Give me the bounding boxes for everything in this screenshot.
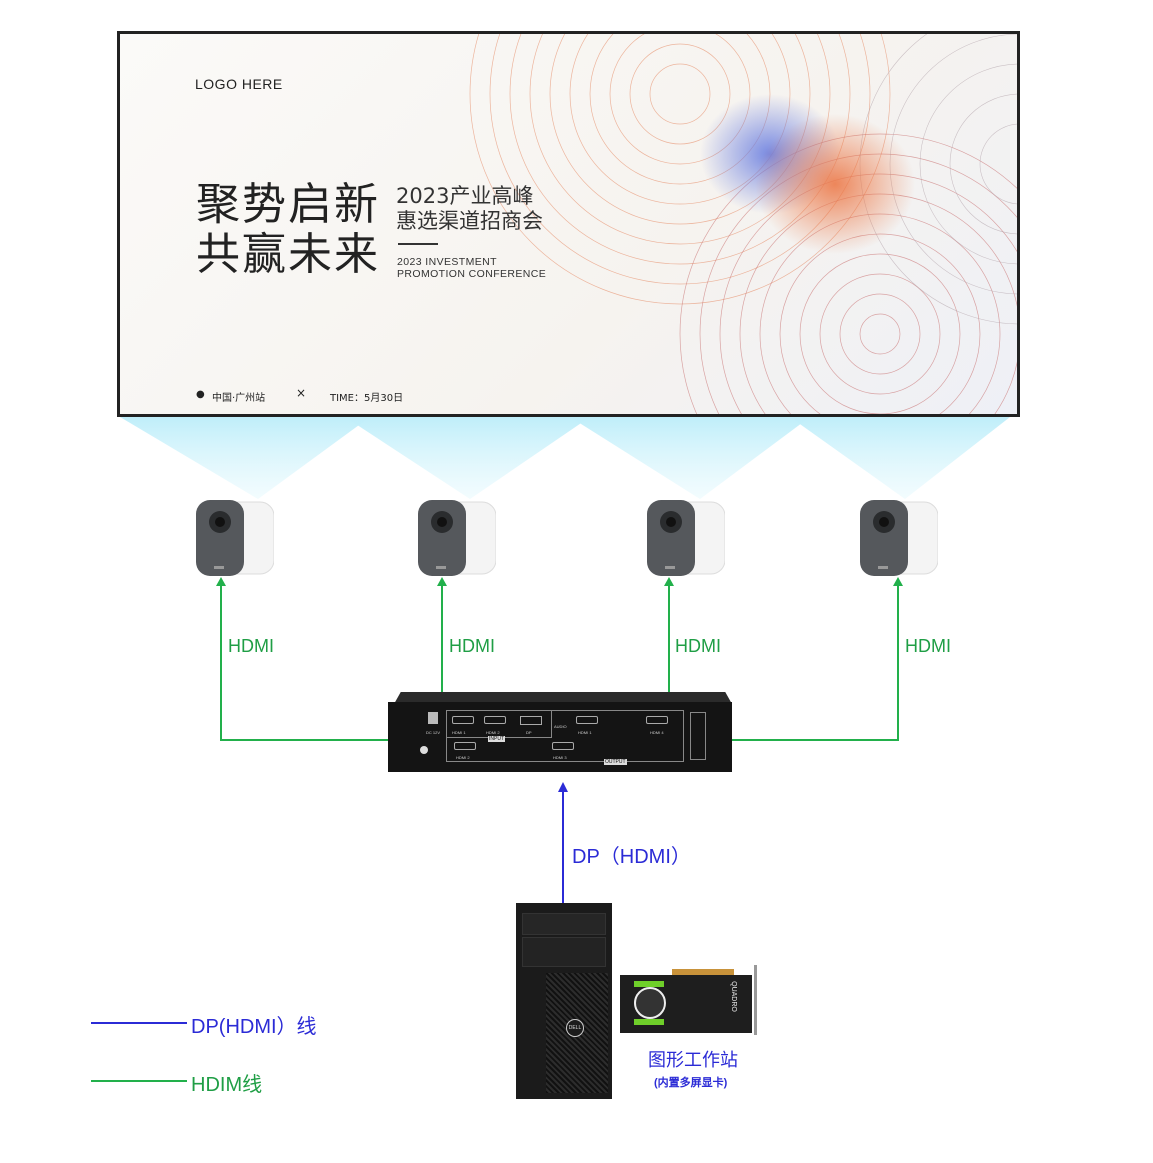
projection-screen: LOGO HERE 聚势启新 共赢未来 2023产业高峰 惠选渠道招商会 202… (117, 31, 1020, 417)
projector-4 (860, 500, 938, 576)
beam-4 (790, 417, 1010, 499)
hdmi-port (552, 742, 574, 750)
headline-line-1: 聚势启新 (196, 179, 380, 230)
headline: 聚势启新 共赢未来 (196, 180, 380, 280)
beam-1 (120, 417, 370, 499)
legend-dp-label: DP(HDMI）线 (191, 1016, 317, 1038)
hdmi-cable-3 (668, 585, 670, 693)
dell-logo: DELL (566, 1019, 584, 1037)
gpu-brand: QUADRO (729, 981, 737, 1012)
projector-3 (647, 500, 725, 576)
projector-1 (196, 500, 274, 576)
power-jack (428, 712, 438, 724)
legend-hdmi-label: HDIM线 (191, 1074, 263, 1096)
projection-beams (120, 417, 1010, 499)
video-splitter: DC 12V HDMI 1 HDMI 2 DP INPUT AUDIO HDMI… (388, 692, 732, 772)
hdmi-cable-1 (220, 585, 222, 741)
output-hdmi2-label: HDMI 2 (456, 755, 470, 760)
output-group-label: OUTPUT (604, 759, 627, 765)
hdmi-port (576, 716, 598, 724)
dp-hdmi-label: DP（HDMI） (572, 846, 691, 868)
headline-line-2: 共赢未来 (196, 229, 380, 280)
hdmi-label-2: HDMI (449, 636, 495, 656)
hdmi-cable-1-h (220, 739, 390, 741)
fan-icon (634, 987, 666, 1019)
arrow-up-icon (216, 577, 226, 586)
arrow-up-icon (664, 577, 674, 586)
hdmi-cable-4-h (730, 739, 899, 741)
adjust-knob (420, 746, 428, 754)
dp-cable (562, 790, 564, 904)
power-port-label: DC 12V (426, 730, 441, 735)
english-line-1: 2023 INVESTMENT (397, 256, 497, 268)
time-text: TIME：5月30日 (330, 393, 404, 404)
hdmi-cable-2 (441, 585, 443, 693)
divider (398, 243, 438, 245)
location-pin-icon: ● (196, 389, 205, 400)
warning-label (690, 712, 706, 760)
dp-port (520, 716, 542, 725)
english-title: 2023 INVESTMENT PROMOTION CONFERENCE (397, 256, 546, 280)
hdmi-port (452, 716, 474, 724)
english-line-2: PROMOTION CONFERENCE (397, 268, 547, 280)
arrow-up-icon (558, 782, 568, 792)
subtitle-line-1: 2023产业高峰 (396, 184, 534, 208)
location-text: 中国·广州站 (212, 393, 266, 404)
hdmi-cable-4 (897, 585, 899, 741)
hdmi-label-3: HDMI (675, 636, 721, 656)
input-group-label: INPUT (488, 736, 505, 742)
separator: × (296, 386, 307, 400)
workstation-subtitle: (内置多屏显卡) (654, 1077, 728, 1089)
concentric-rings-decoration (469, 34, 1017, 414)
hdmi-port (484, 716, 506, 724)
logo-placeholder: LOGO HERE (195, 76, 283, 92)
legend-blue-line (91, 1022, 187, 1024)
beam-2 (345, 417, 590, 499)
beam-3 (570, 417, 810, 499)
input-hdmi1-label: HDMI 1 (452, 730, 466, 735)
output-hdmi3-label: HDMI 3 (553, 755, 567, 760)
output-hdmi1-label: HDMI 1 (578, 730, 592, 735)
hdmi-label-4: HDMI (905, 636, 951, 656)
hdmi-port (454, 742, 476, 750)
projector-2 (418, 500, 496, 576)
workstation-tower: DELL (516, 903, 612, 1099)
arrow-up-icon (893, 577, 903, 586)
arrow-up-icon (437, 577, 447, 586)
input-dp-label: DP (526, 730, 532, 735)
workstation-title: 图形工作站 (648, 1050, 738, 1071)
graphics-card: QUADRO (620, 965, 760, 1035)
subtitle: 2023产业高峰 惠选渠道招商会 (396, 184, 543, 234)
legend-green-line (91, 1080, 187, 1082)
input-hdmi2-label: HDMI 2 (486, 730, 500, 735)
output-hdmi4-label: HDMI 4 (650, 730, 664, 735)
hdmi-port (646, 716, 668, 724)
hdmi-label-1: HDMI (228, 636, 274, 656)
subtitle-line-2: 惠选渠道招商会 (396, 209, 543, 233)
audio-port-label: AUDIO (554, 724, 567, 729)
